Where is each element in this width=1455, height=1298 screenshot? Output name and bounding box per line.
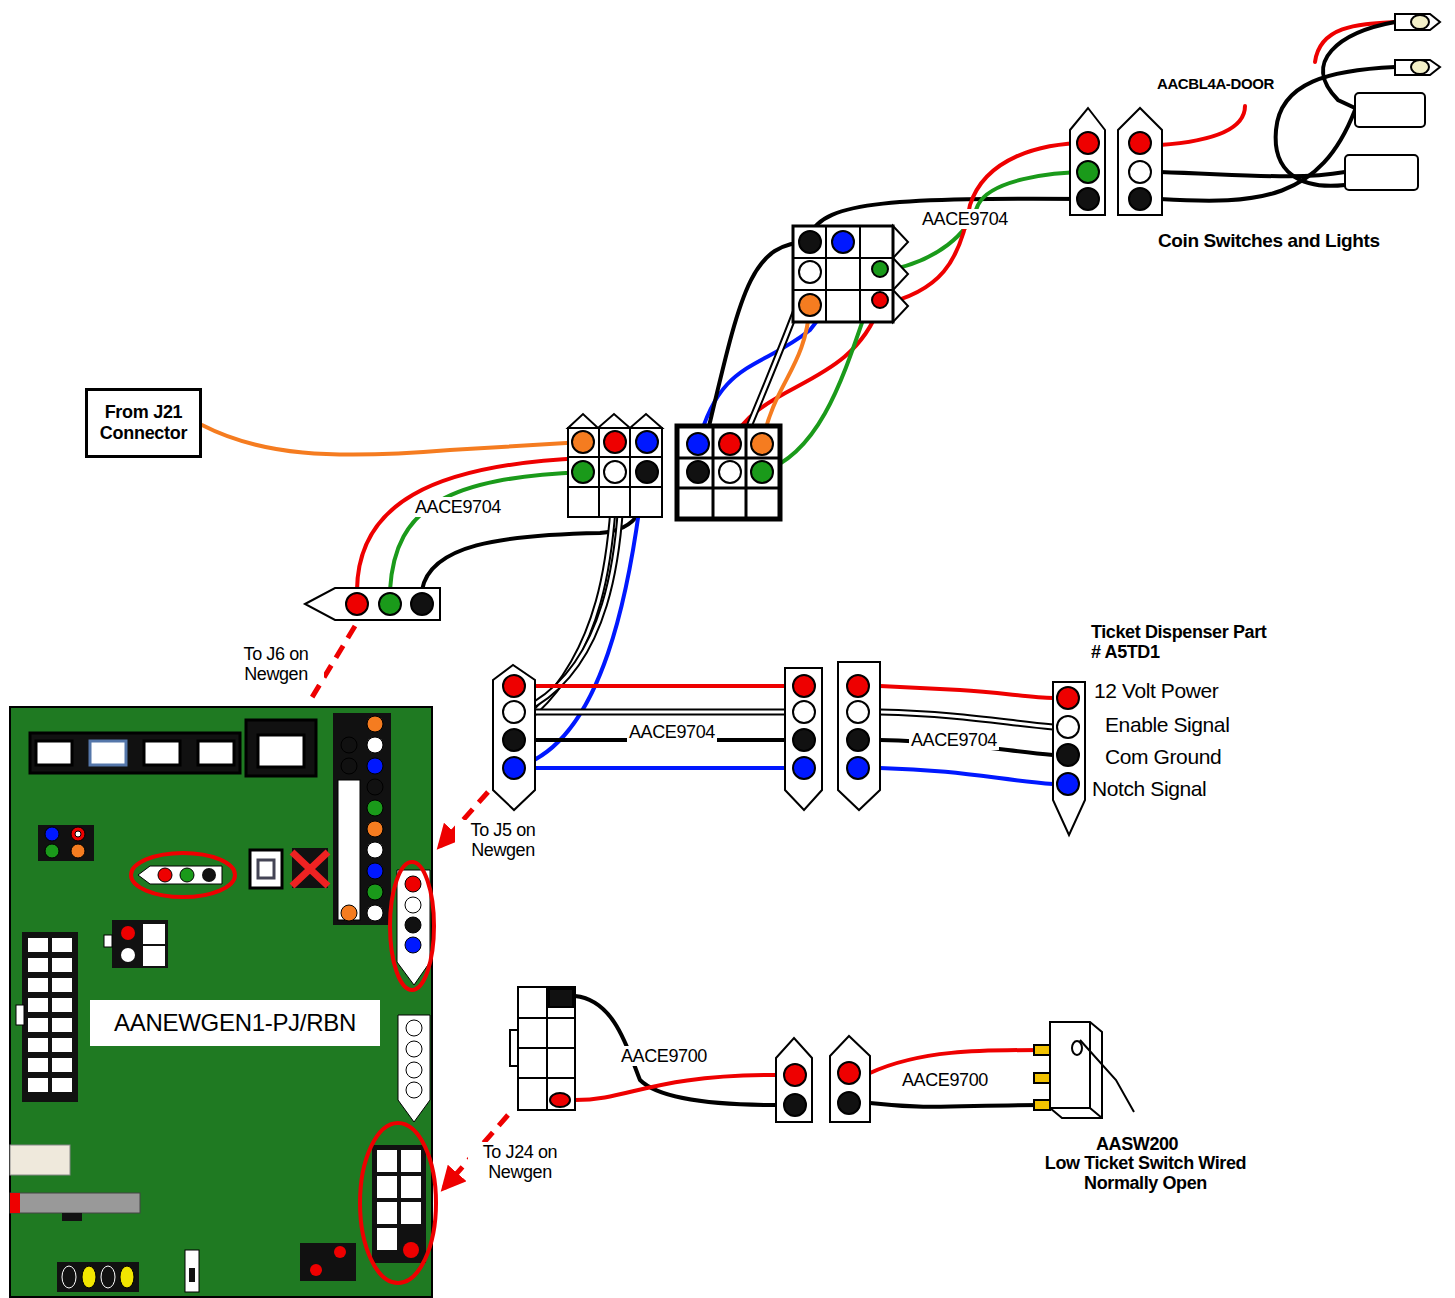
signal-name: Notch Signal [1090,777,1208,801]
board-label: AANEWGEN1-PJ/RBN [90,1000,380,1046]
cable-part-number: AACE9700 [900,1070,990,1090]
cable-part-number: AACE9704 [413,497,503,517]
component-label: Coin Switches and Lights [1156,230,1382,251]
signal-name: Com Ground [1103,745,1223,769]
node-text: From J21 Connector [94,402,193,443]
connection-note: To J6 on Newgen [228,644,324,684]
cable-part-number: AACBL4A-DOOR [1155,76,1276,93]
part-number: AASW200 [1094,1134,1180,1154]
node-text: AANEWGEN1-PJ/RBN [114,1009,356,1037]
leader-arrows [308,626,508,1188]
cable-part-number: AACE9700 [619,1046,709,1066]
component-label: Ticket Dispenser Part # A5TD1 [1089,622,1273,662]
signal-name: 12 Volt Power [1092,679,1220,703]
cable-part-number: AACE9704 [909,730,999,750]
cable-part-number: AACE9704 [920,209,1010,229]
connectors [305,14,1440,1122]
connection-note: To J24 on Newgen [468,1142,572,1182]
connection-note: To J5 on Newgen [455,820,551,860]
component-label: Low Ticket Switch Wired Normally Open [1036,1153,1255,1193]
wires [202,22,1395,1107]
source-box: From J21 Connector [85,388,202,458]
signal-name: Enable Signal [1103,713,1231,737]
cable-part-number: AACE9704 [627,722,717,742]
circuit-board [10,707,436,1297]
